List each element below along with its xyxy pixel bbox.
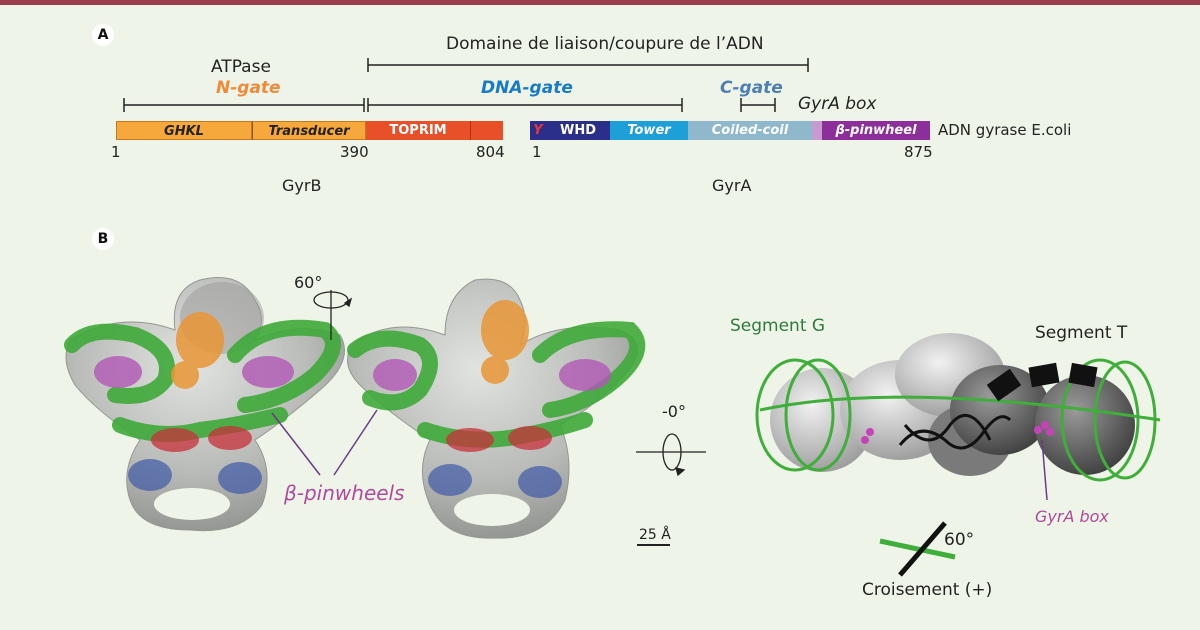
n-gate-label: N-gate [216, 78, 281, 98]
pinwheel-pointer-lines [271, 409, 378, 476]
segment-g-dna [755, 358, 1161, 482]
gyra-box-dots [861, 421, 1054, 444]
gyra-name: GyrA [712, 176, 752, 195]
purple-pinwheels-right [373, 359, 611, 391]
gyra-start: 1 [532, 143, 542, 161]
rotation-60-label: 60° [294, 273, 323, 292]
purple-pinwheels-left [94, 356, 294, 388]
dna-binding-domain-label: Domaine de liaison/coupure de l’ADN [446, 34, 764, 54]
crossing-icon [879, 521, 956, 577]
segment-g-label: Segment G [730, 316, 826, 336]
gyra-box-top-label: GyrA box [798, 94, 877, 114]
segment-y: Y [530, 121, 546, 140]
crossing-angle-label: 60° [944, 530, 975, 550]
segment-gyrb-tail [470, 121, 503, 140]
gyra-box-label: GyrA box [1035, 507, 1109, 526]
gyra-end: 875 [904, 143, 933, 161]
segment-t-dna [898, 362, 1098, 450]
green-ring-left [64, 319, 341, 442]
red-core-right [446, 426, 552, 452]
blue-base-left [128, 459, 262, 494]
gyrb-mid: 390 [340, 143, 369, 161]
gyrb-name: GyrB [282, 176, 322, 195]
dna-gate-label: DNA-gate [481, 78, 573, 98]
segment-coiled-coil: Coiled-coil [688, 121, 812, 140]
segment-tower: Tower [610, 121, 688, 140]
segment-ghkl: GHKL [116, 121, 252, 140]
gyra-box-pointer [1041, 439, 1048, 501]
c-gate-label: C-gate [720, 78, 783, 98]
segment-t-label: Segment T [1035, 323, 1128, 343]
segment-transducer: Transducer [252, 121, 366, 140]
rotation-0-label: -0° [662, 402, 686, 421]
segment-toprim: TOPRIM [366, 121, 470, 140]
orange-atpase-left [171, 312, 224, 389]
rotation-0-icon [636, 433, 706, 477]
top-border [0, 0, 1200, 5]
red-core-left [151, 426, 252, 452]
gyrb-end: 804 [476, 143, 505, 161]
blue-base-right [428, 464, 562, 498]
orange-atpase-right [481, 300, 529, 384]
panel-label-b: B [92, 228, 114, 250]
panel-label-a: A [92, 24, 114, 46]
segment-whd: WHD [546, 121, 610, 140]
atpase-label: ATPase [211, 57, 271, 77]
segment-gyra-box [812, 121, 822, 140]
segment-pinwheel: β-pinwheel [822, 121, 930, 140]
crossing-label: Croisement (+) [862, 580, 993, 600]
pinwheels-label: β-pinwheels [284, 481, 405, 505]
rotation-60-icon [313, 290, 353, 340]
dna-complex [770, 333, 1135, 476]
gyrb-start: 1 [111, 143, 121, 161]
scale-label: 25 Å [639, 527, 671, 543]
species-label: ADN gyrase E.coli [938, 121, 1072, 139]
